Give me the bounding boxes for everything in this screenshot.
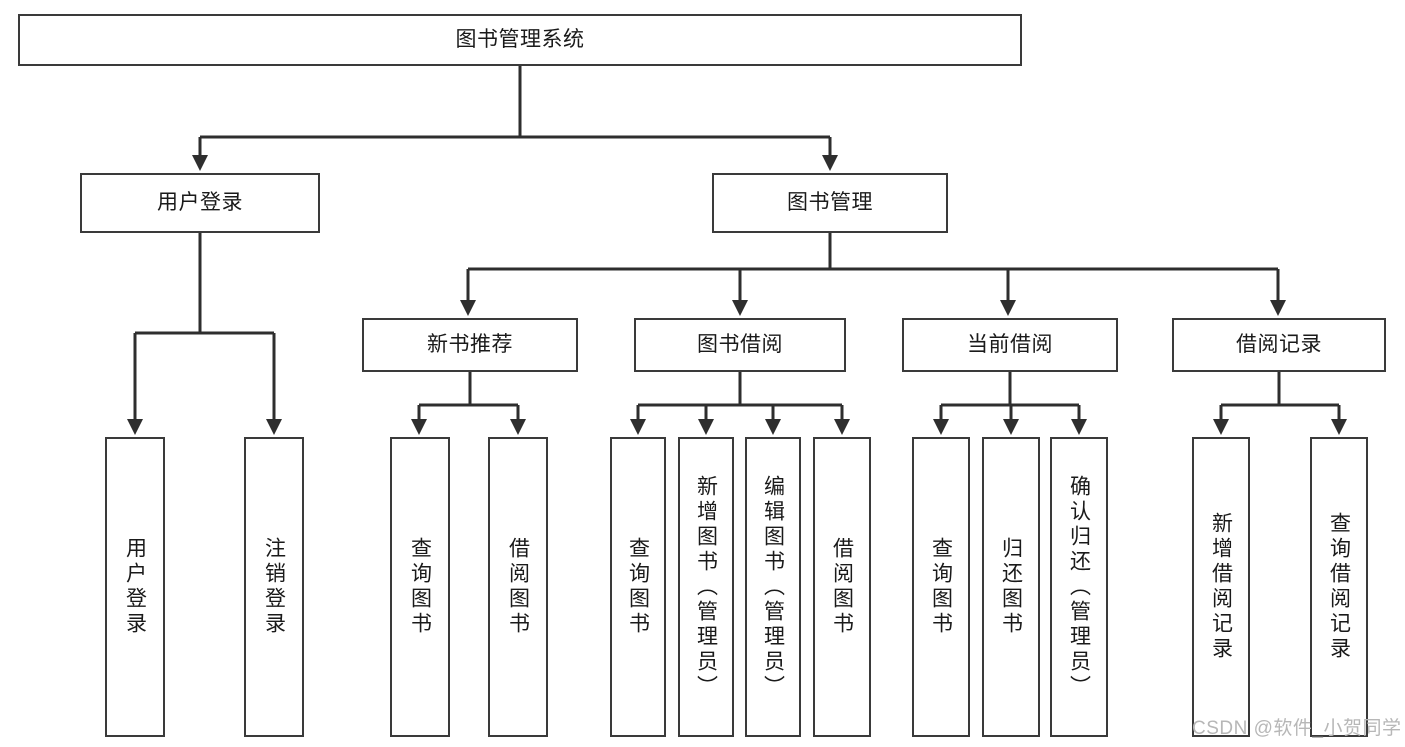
node-level1-1-label: 图书管理 [787, 191, 873, 215]
node-leaf-7[interactable]: 借阅图书 [813, 437, 871, 737]
connector-book-mgmt-to-current [1000, 269, 1016, 316]
connector-borrow-to-l4 [834, 405, 850, 435]
connector-borrow-to-l1 [630, 405, 646, 435]
node-root-label: 图书管理系统 [455, 28, 585, 52]
node-level2-1-label: 图书借阅 [697, 333, 783, 357]
node-root[interactable]: 图书管理系统 [18, 14, 1022, 66]
connector-root-to-book-mgmt [822, 137, 838, 171]
node-leaf-3[interactable]: 借阅图书 [488, 437, 548, 737]
connector-borrow-to-l2 [698, 405, 714, 435]
node-leaf-10-label: 确认归还（管理员） [1067, 474, 1091, 700]
connector-current-to-l3 [1071, 405, 1087, 435]
node-level1-0-label: 用户登录 [157, 191, 243, 215]
node-level1-0[interactable]: 用户登录 [80, 173, 320, 233]
node-leaf-12-label: 查询借阅记录 [1327, 512, 1351, 662]
connector-current-to-l2 [1003, 405, 1019, 435]
node-leaf-4-label: 查询图书 [626, 537, 650, 637]
node-leaf-6[interactable]: 编辑图书（管理员） [745, 437, 801, 737]
node-leaf-12[interactable]: 查询借阅记录 [1310, 437, 1368, 737]
node-level2-0-label: 新书推荐 [427, 333, 513, 357]
connector-root-to-user-login [192, 137, 208, 171]
node-leaf-9[interactable]: 归还图书 [982, 437, 1040, 737]
node-leaf-0-label: 用户登录 [123, 537, 147, 637]
node-leaf-8-label: 查询图书 [929, 537, 953, 637]
node-level2-2-label: 当前借阅 [967, 333, 1053, 357]
node-leaf-11[interactable]: 新增借阅记录 [1192, 437, 1250, 737]
connector-user-login-to-leaf2 [266, 333, 282, 435]
connector-newbook-to-l2 [510, 405, 526, 435]
connector-record-to-l1 [1213, 405, 1229, 435]
connector-user-login-to-leaf1 [127, 333, 143, 435]
connector-newbook-to-l1 [411, 405, 427, 435]
node-leaf-8[interactable]: 查询图书 [912, 437, 970, 737]
node-leaf-1-label: 注销登录 [262, 537, 286, 637]
node-leaf-1[interactable]: 注销登录 [244, 437, 304, 737]
connector-book-mgmt-to-newbook [460, 269, 476, 316]
node-leaf-3-label: 借阅图书 [506, 537, 530, 637]
connector-book-mgmt-to-borrow [732, 269, 748, 316]
node-leaf-4[interactable]: 查询图书 [610, 437, 666, 737]
node-leaf-2-label: 查询图书 [408, 537, 432, 637]
node-leaf-2[interactable]: 查询图书 [390, 437, 450, 737]
connector-record-to-l2 [1331, 405, 1347, 435]
node-level2-2[interactable]: 当前借阅 [902, 318, 1118, 372]
node-leaf-0[interactable]: 用户登录 [105, 437, 165, 737]
node-level2-3[interactable]: 借阅记录 [1172, 318, 1386, 372]
connector-borrow-to-l3 [765, 405, 781, 435]
node-level2-1[interactable]: 图书借阅 [634, 318, 846, 372]
connector-book-mgmt-to-record [1270, 269, 1286, 316]
node-leaf-10[interactable]: 确认归还（管理员） [1050, 437, 1108, 737]
node-leaf-6-label: 编辑图书（管理员） [761, 474, 785, 700]
node-leaf-9-label: 归还图书 [999, 537, 1023, 637]
connector-current-to-l1 [933, 405, 949, 435]
node-level2-3-label: 借阅记录 [1236, 333, 1322, 357]
node-level2-0[interactable]: 新书推荐 [362, 318, 578, 372]
node-level1-1[interactable]: 图书管理 [712, 173, 948, 233]
node-leaf-5[interactable]: 新增图书（管理员） [678, 437, 734, 737]
node-leaf-5-label: 新增图书（管理员） [694, 474, 718, 700]
node-leaf-7-label: 借阅图书 [830, 537, 854, 637]
node-leaf-11-label: 新增借阅记录 [1209, 512, 1233, 662]
watermark-label: CSDN @软件_小贺同学 [1192, 718, 1402, 739]
